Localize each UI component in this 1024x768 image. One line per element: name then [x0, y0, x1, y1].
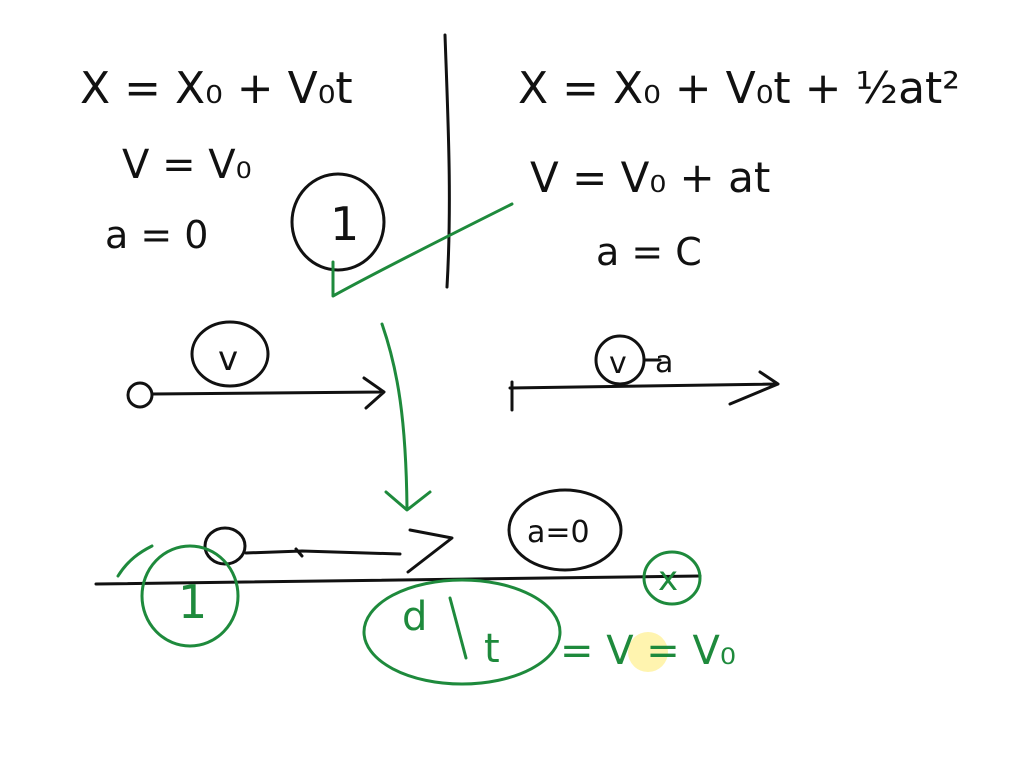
x-axis-line [94, 574, 702, 586]
right-position-equation: X = X₀ + V₀t + ½at² [518, 63, 960, 114]
green-check-connector [331, 202, 514, 298]
case-one-number: 1 [330, 197, 359, 251]
zero-accel-bubble [507, 488, 623, 572]
green-down-arrow [380, 322, 432, 512]
velocity-arrow-left [150, 376, 386, 410]
velocity-accel-bubble-v: v [609, 346, 627, 381]
cursor-highlight [628, 632, 668, 672]
bottom-case-one-tail [116, 544, 154, 578]
axis-x-label: x [658, 559, 678, 599]
velocity-arrow-right [508, 370, 780, 406]
slope-denominator: t [484, 626, 500, 672]
object-on-axis [203, 526, 247, 566]
object-dot-left [126, 381, 154, 409]
left-velocity-equation: V = V₀ [122, 142, 252, 188]
slope-divider [448, 596, 468, 660]
case-one-circle [290, 172, 386, 272]
left-position-equation: X = X₀ + V₀t [80, 63, 353, 114]
slope-result: = V = V₀ [560, 628, 736, 674]
bottom-case-one-circle [140, 544, 240, 648]
zero-accel-bubble-label: a=0 [527, 515, 590, 550]
axis-x-circle [642, 550, 702, 606]
velocity-bubble-left [190, 320, 270, 388]
bottom-case-one-number: 1 [178, 575, 207, 629]
velocity-accel-bubble-a: a [655, 345, 673, 380]
divider-line [443, 33, 451, 289]
right-acceleration-equation: a = C [596, 230, 702, 274]
velocity-bubble-left-label: v [218, 339, 238, 379]
slope-circle [362, 578, 562, 686]
left-acceleration-equation: a = 0 [105, 213, 208, 257]
right-velocity-equation: V = V₀ + at [530, 153, 770, 202]
slope-numerator: d [402, 594, 427, 640]
bottom-motion-arrow [244, 528, 454, 574]
